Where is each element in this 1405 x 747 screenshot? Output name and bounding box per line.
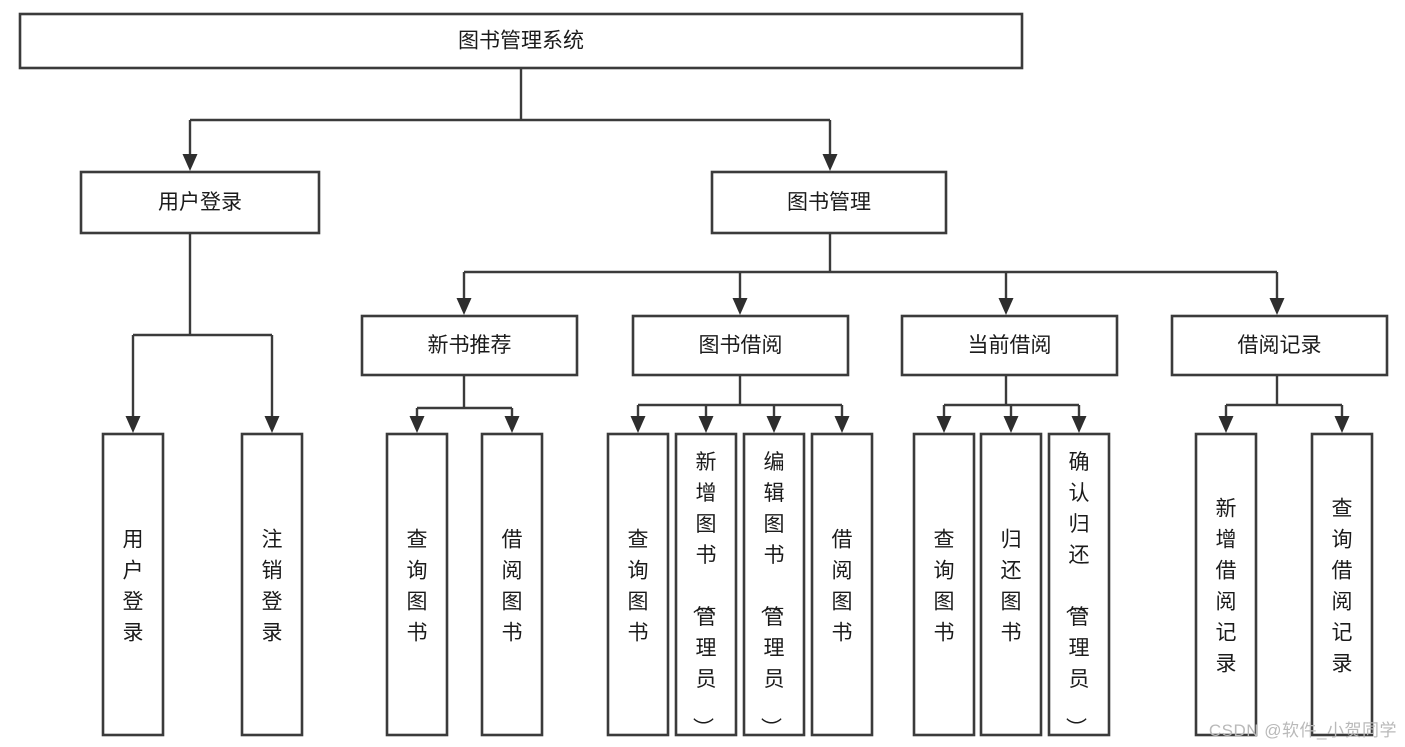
node-leaf-user-logout[interactable]: 注销登录 bbox=[240, 432, 304, 737]
nodes-layer: 图书管理系统用户登录图书管理新书推荐图书借阅当前借阅借阅记录用户登录注销登录查询… bbox=[18, 12, 1389, 738]
node-box-leaf-user-logout[interactable] bbox=[240, 432, 304, 737]
arrowhead-icon bbox=[1003, 416, 1019, 433]
node-box-leaf-confirm-return[interactable] bbox=[1047, 432, 1111, 737]
arrowhead-icon bbox=[1334, 416, 1350, 433]
node-label-user-login: 用户登录 bbox=[158, 191, 242, 214]
node-leaf-borrow-book-2[interactable]: 借阅图书 bbox=[810, 432, 874, 737]
node-leaf-user-login[interactable]: 用户登录 bbox=[101, 432, 165, 737]
arrowhead-icon bbox=[1071, 416, 1087, 433]
connector-group-book-manage bbox=[456, 233, 1285, 315]
node-book-manage[interactable]: 图书管理 bbox=[710, 170, 948, 235]
connector-group-current-borrow bbox=[936, 375, 1087, 433]
arrowhead-icon bbox=[264, 416, 280, 433]
arrowhead-icon bbox=[409, 416, 425, 433]
node-label-leaf-query-book-2: 查询图书 bbox=[628, 529, 649, 645]
arrowhead-icon bbox=[698, 416, 714, 433]
node-box-leaf-query-book-3[interactable] bbox=[912, 432, 976, 737]
node-label-new-book-rec: 新书推荐 bbox=[428, 334, 512, 357]
node-current-borrow[interactable]: 当前借阅 bbox=[900, 314, 1119, 377]
node-label-leaf-borrow-book-1: 借阅图书 bbox=[502, 529, 523, 645]
node-label-leaf-edit-book: 编辑图书（管理员） bbox=[759, 451, 785, 738]
node-leaf-query-book-3[interactable]: 查询图书 bbox=[912, 432, 976, 737]
arrowhead-icon bbox=[630, 416, 646, 433]
node-leaf-query-record[interactable]: 查询借阅记录 bbox=[1310, 432, 1374, 737]
node-box-leaf-borrow-book-1[interactable] bbox=[480, 432, 544, 737]
node-box-leaf-return-book[interactable] bbox=[979, 432, 1043, 737]
arrowhead-icon bbox=[766, 416, 782, 433]
node-label-leaf-confirm-return: 确认归还（管理员） bbox=[1064, 451, 1090, 738]
node-borrow-record[interactable]: 借阅记录 bbox=[1170, 314, 1389, 377]
arrowhead-icon bbox=[822, 154, 838, 171]
node-box-borrow-record[interactable] bbox=[1170, 314, 1389, 377]
node-box-leaf-query-record[interactable] bbox=[1310, 432, 1374, 737]
node-box-leaf-query-book-1[interactable] bbox=[385, 432, 449, 737]
node-box-leaf-query-book-2[interactable] bbox=[606, 432, 670, 737]
node-label-book-manage: 图书管理 bbox=[787, 191, 871, 214]
connector-group-root bbox=[182, 68, 838, 171]
node-box-new-book-rec[interactable] bbox=[360, 314, 579, 377]
node-label-leaf-user-logout: 注销登录 bbox=[262, 529, 283, 645]
node-label-leaf-borrow-book-2: 借阅图书 bbox=[832, 529, 853, 645]
node-label-leaf-query-book-3: 查询图书 bbox=[934, 529, 955, 645]
node-leaf-borrow-book-1[interactable]: 借阅图书 bbox=[480, 432, 544, 737]
node-leaf-confirm-return[interactable]: 确认归还（管理员） bbox=[1047, 432, 1111, 738]
node-box-leaf-user-login[interactable] bbox=[101, 432, 165, 737]
node-box-book-manage[interactable] bbox=[710, 170, 948, 235]
connector-group-borrow-record bbox=[1218, 375, 1350, 433]
arrowhead-icon bbox=[732, 298, 748, 315]
node-label-leaf-query-record: 查询借阅记录 bbox=[1332, 498, 1353, 676]
arrowhead-icon bbox=[998, 298, 1014, 315]
node-label-leaf-return-book: 归还图书 bbox=[1001, 529, 1022, 645]
arrowhead-icon bbox=[125, 416, 141, 433]
node-box-leaf-add-record[interactable] bbox=[1194, 432, 1258, 737]
csdn-watermark: CSDN @软件_小贺同学 bbox=[1208, 721, 1397, 740]
arrowhead-icon bbox=[1218, 416, 1234, 433]
node-leaf-add-record[interactable]: 新增借阅记录 bbox=[1194, 432, 1258, 737]
arrowhead-icon bbox=[1269, 298, 1285, 315]
node-box-leaf-edit-book[interactable] bbox=[742, 432, 806, 737]
node-leaf-query-book-1[interactable]: 查询图书 bbox=[385, 432, 449, 737]
node-label-leaf-add-record: 新增借阅记录 bbox=[1216, 498, 1237, 676]
node-box-user-login[interactable] bbox=[79, 170, 321, 235]
connector-group-new-book-rec bbox=[409, 375, 520, 433]
node-label-leaf-query-book-1: 查询图书 bbox=[407, 529, 428, 645]
arrowhead-icon bbox=[936, 416, 952, 433]
node-label-root: 图书管理系统 bbox=[458, 30, 584, 53]
node-root[interactable]: 图书管理系统 bbox=[18, 12, 1024, 70]
arrowhead-icon bbox=[834, 416, 850, 433]
arrowhead-icon bbox=[456, 298, 472, 315]
node-leaf-edit-book[interactable]: 编辑图书（管理员） bbox=[742, 432, 806, 738]
node-label-current-borrow: 当前借阅 bbox=[968, 334, 1052, 357]
node-box-current-borrow[interactable] bbox=[900, 314, 1119, 377]
node-label-borrow-record: 借阅记录 bbox=[1238, 334, 1322, 357]
node-leaf-return-book[interactable]: 归还图书 bbox=[979, 432, 1043, 737]
node-leaf-add-book[interactable]: 新增图书（管理员） bbox=[674, 432, 738, 738]
node-label-leaf-add-book: 新增图书（管理员） bbox=[691, 451, 717, 738]
connector-group-book-borrow bbox=[630, 375, 850, 433]
node-box-leaf-borrow-book-2[interactable] bbox=[810, 432, 874, 737]
connectors-layer bbox=[125, 68, 1350, 433]
node-book-borrow[interactable]: 图书借阅 bbox=[631, 314, 850, 377]
arrowhead-icon bbox=[504, 416, 520, 433]
node-user-login[interactable]: 用户登录 bbox=[79, 170, 321, 235]
node-box-root[interactable] bbox=[18, 12, 1024, 70]
node-label-leaf-user-login: 用户登录 bbox=[123, 529, 144, 645]
node-box-leaf-add-book[interactable] bbox=[674, 432, 738, 737]
node-label-book-borrow: 图书借阅 bbox=[699, 334, 783, 357]
arrowhead-icon bbox=[182, 154, 198, 171]
connector-group-user-login bbox=[125, 233, 280, 433]
node-new-book-rec[interactable]: 新书推荐 bbox=[360, 314, 579, 377]
node-leaf-query-book-2[interactable]: 查询图书 bbox=[606, 432, 670, 737]
node-box-book-borrow[interactable] bbox=[631, 314, 850, 377]
